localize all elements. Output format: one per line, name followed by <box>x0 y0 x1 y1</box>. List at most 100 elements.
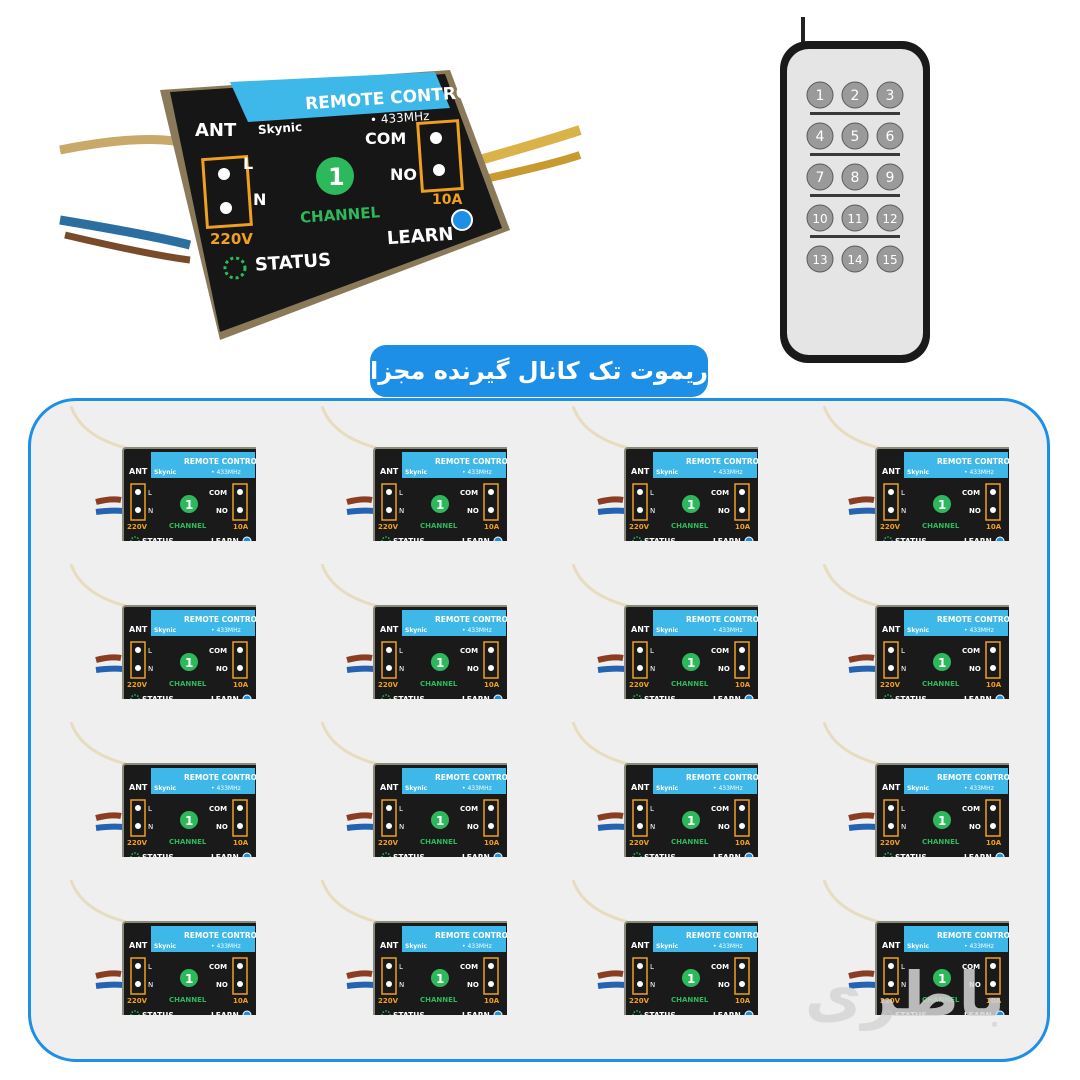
mini-l: L <box>650 489 654 497</box>
receiver-module-thumb: REMOTE CONTROL • 433MHz Skynic ANT L N 2… <box>794 880 1009 1015</box>
mini-status: STATUS <box>142 853 174 857</box>
remote-button-13[interactable] <box>806 245 834 273</box>
remote-button-11[interactable] <box>841 204 869 232</box>
mini-brand: Skynic <box>405 943 428 950</box>
mini-l: L <box>901 805 905 813</box>
mini-freq: • 433MHz <box>462 785 492 792</box>
remote-divider <box>810 112 900 115</box>
mini-freq: • 433MHz <box>713 627 743 634</box>
mini-brand: Skynic <box>656 785 679 792</box>
mini-brand: Skynic <box>405 469 428 476</box>
mini-no: NO <box>216 665 228 673</box>
mini-receiver-svg: REMOTE CONTROL • 433MHz Skynic ANT L N 2… <box>822 564 1009 699</box>
mini-l: L <box>148 805 152 813</box>
remote-button-3[interactable] <box>876 81 904 109</box>
mini-com: COM <box>711 963 729 971</box>
mini-220v: 220V <box>378 523 399 531</box>
mini-learn: LEARN <box>462 695 490 699</box>
mini-channel: CHANNEL <box>671 522 709 530</box>
remote-button-label: 2 <box>851 88 860 104</box>
receivers-panel: REMOTE CONTROL • 433MHz Skynic ANT L N 2… <box>28 398 1050 1062</box>
mini-10a: 10A <box>986 681 1002 689</box>
remote-button-12[interactable] <box>876 204 904 232</box>
n-label: N <box>253 190 266 209</box>
mini-brand: Skynic <box>907 785 930 792</box>
mini-n: N <box>650 981 655 989</box>
mini-l: L <box>148 963 152 971</box>
mini-status: STATUS <box>142 695 174 699</box>
receiver-module-thumb: REMOTE CONTROL • 433MHz Skynic ANT L N 2… <box>41 722 256 857</box>
mini-channel: CHANNEL <box>922 522 960 530</box>
mini-channel-num: 1 <box>436 814 444 828</box>
mini-learn: LEARN <box>713 853 741 857</box>
mini-status: STATUS <box>895 853 927 857</box>
remote-button-14[interactable] <box>841 245 869 273</box>
mini-10a: 10A <box>735 523 751 531</box>
mini-status: STATUS <box>644 537 676 541</box>
mini-channel: CHANNEL <box>169 996 207 1004</box>
remote-divider <box>810 153 900 156</box>
mini-10a: 10A <box>484 839 500 847</box>
remote-button-2[interactable] <box>841 81 869 109</box>
mini-l: L <box>901 647 905 655</box>
mini-receiver-svg: REMOTE CONTROL • 433MHz Skynic ANT L N 2… <box>320 722 507 857</box>
remote-button-1[interactable] <box>806 81 834 109</box>
mini-status: STATUS <box>393 537 425 541</box>
wire-yellow <box>478 125 582 165</box>
remote-button-9[interactable] <box>876 163 904 191</box>
mini-channel-num: 1 <box>436 498 444 512</box>
mini-brand: Skynic <box>154 469 177 476</box>
mini-n: N <box>148 823 153 831</box>
mini-10a: 10A <box>986 523 1002 531</box>
remote-button-label: 8 <box>851 170 860 186</box>
mini-freq: • 433MHz <box>964 627 994 634</box>
mini-brand: Skynic <box>405 785 428 792</box>
mini-l: L <box>399 489 403 497</box>
channel-number: 1 <box>328 163 345 191</box>
label-header <box>230 72 450 122</box>
receiver-module-thumb: REMOTE CONTROL • 433MHz Skynic ANT L N 2… <box>543 406 758 541</box>
receiver-grid: REMOTE CONTROL • 433MHz Skynic ANT L N 2… <box>31 401 1047 1059</box>
mini-no: NO <box>718 665 730 673</box>
remote-button-label: 7 <box>816 170 825 186</box>
mini-10a: 10A <box>735 681 751 689</box>
receiver-module-thumb: REMOTE CONTROL • 433MHz Skynic ANT L N 2… <box>41 880 256 1015</box>
remote-button-5[interactable] <box>841 122 869 150</box>
mini-learn: LEARN <box>462 1011 490 1015</box>
mini-status: STATUS <box>895 537 927 541</box>
mini-freq: • 433MHz <box>462 943 492 950</box>
remote-button-label: 4 <box>816 129 825 145</box>
mini-freq: • 433MHz <box>211 627 241 634</box>
wire-blue <box>59 215 192 250</box>
remote-button-label: 3 <box>886 88 895 104</box>
mini-freq: • 433MHz <box>713 943 743 950</box>
mini-ant: ANT <box>380 783 399 792</box>
terminal-dot <box>430 132 442 144</box>
mini-10a: 10A <box>484 997 500 1005</box>
page-title: ریموت تک کانال گیرنده مجزا <box>370 345 708 397</box>
l-label: L <box>243 154 253 173</box>
v220-label: 220V <box>210 230 253 248</box>
remote-button-15[interactable] <box>876 245 904 273</box>
remote-button-7[interactable] <box>806 163 834 191</box>
mini-status: STATUS <box>644 695 676 699</box>
wire-brown <box>64 231 191 264</box>
remote-button-4[interactable] <box>806 122 834 150</box>
mini-220v: 220V <box>127 523 148 531</box>
remote-button-10[interactable] <box>806 204 834 232</box>
mini-status: STATUS <box>895 695 927 699</box>
mini-10a: 10A <box>233 997 249 1005</box>
mini-learn: LEARN <box>713 1011 741 1015</box>
mini-freq: • 433MHz <box>964 469 994 476</box>
mini-header: REMOTE CONTROL <box>937 615 1009 624</box>
remote-button-8[interactable] <box>841 163 869 191</box>
receiver-module-thumb: REMOTE CONTROL • 433MHz Skynic ANT L N 2… <box>543 564 758 699</box>
mini-ant: ANT <box>631 783 650 792</box>
mini-no: NO <box>969 507 981 515</box>
receiver-module-thumb: REMOTE CONTROL • 433MHz Skynic ANT L N 2… <box>41 564 256 699</box>
remote-button-6[interactable] <box>876 122 904 150</box>
mini-learn: LEARN <box>713 695 741 699</box>
mini-n: N <box>901 507 906 515</box>
mini-n: N <box>399 823 404 831</box>
remote-button-label: 9 <box>886 170 895 186</box>
